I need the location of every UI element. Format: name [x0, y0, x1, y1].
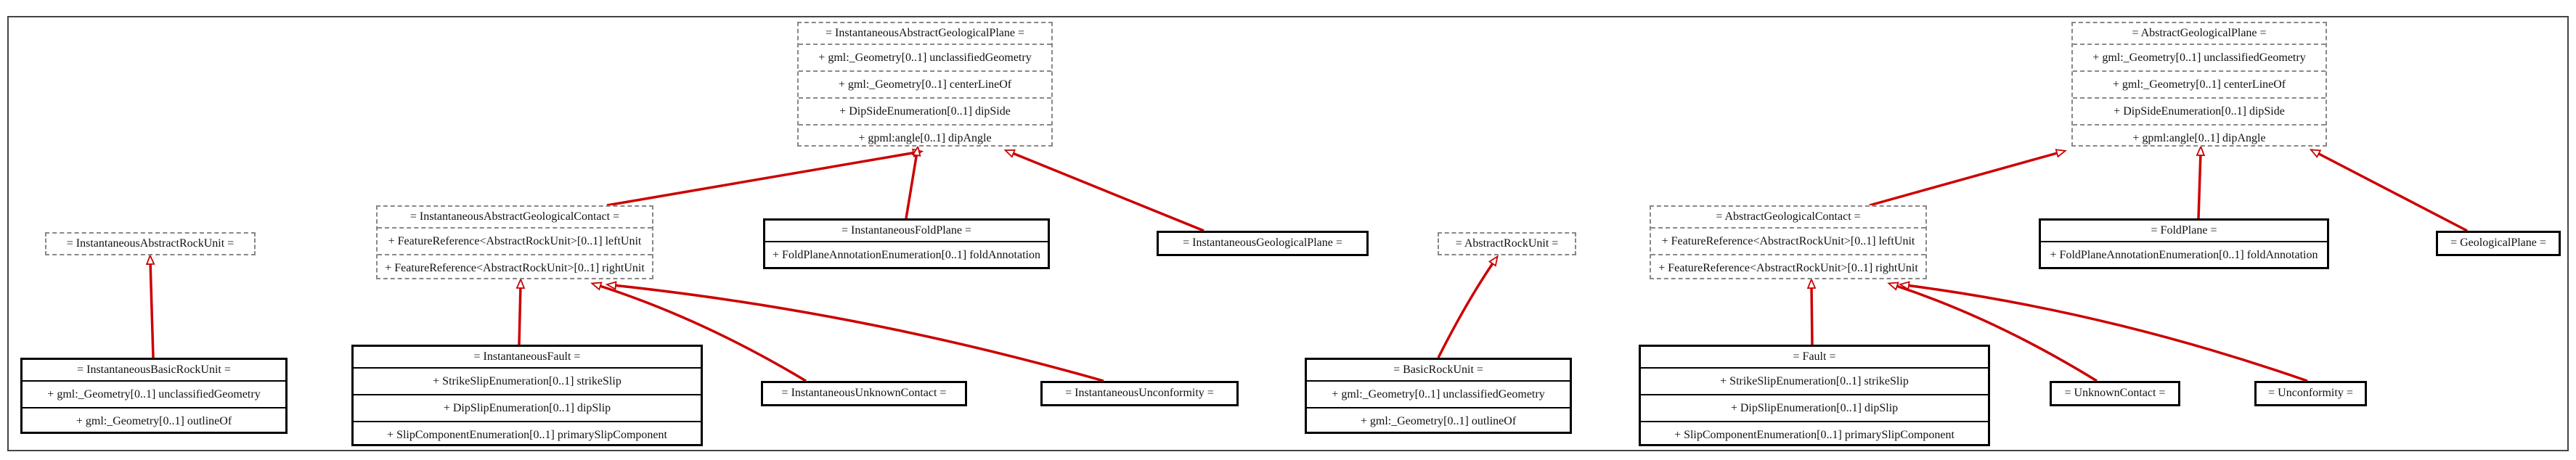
class-name: = AbstractGeologicalPlane = [2132, 27, 2267, 39]
inheritance-arrowhead [515, 277, 526, 289]
class-box-iuc: = InstantaneousUnknownContact = [761, 381, 967, 406]
inheritance-arrowhead [590, 282, 603, 291]
class-attribute: + gml:_Geometry[0..1] centerLineOf [799, 70, 1051, 97]
inheritance-arrowhead [911, 144, 921, 157]
class-name: = AbstractRockUnit = [1455, 237, 1559, 250]
class-attribute: + StrikeSlipEnumeration[0..1] strikeSlip [1641, 367, 1988, 394]
edge-ibru-to-iaru [149, 260, 155, 358]
edge-iuc-to-iagc [597, 284, 807, 382]
inheritance-arrowhead [2309, 149, 2322, 158]
class-box-if: = InstantaneousFault = + StrikeSlipEnumer… [351, 345, 703, 446]
class-name: = InstantaneousUnknownContact = [781, 387, 947, 399]
class-attribute: + FoldPlaneAnnotationEnumeration[0..1] f… [765, 241, 1048, 268]
class-box-ifp: = InstantaneousFoldPlane = + FoldPlaneAnn… [763, 218, 1050, 269]
class-name: = InstantaneousBasicRockUnit = [77, 364, 231, 376]
edge-agc-to-agp [1869, 151, 2061, 207]
edge-uc-to-agc [1894, 284, 2098, 382]
class-attribute: + SlipComponentEnumeration[0..1] primary… [354, 421, 701, 448]
inheritance-arrowhead [145, 253, 155, 266]
class-name: = UnknownContact = [2064, 387, 2166, 399]
class-attribute: + gpml:angle[0..1] dipAngle [799, 124, 1051, 151]
edge-igp-to-iagp [1010, 151, 1205, 232]
class-attribute: + gpml:angle[0..1] dipAngle [2073, 124, 2326, 151]
class-box-agc: = AbstractGeologicalContact = + FeatureRe… [1650, 205, 1927, 279]
class-attribute: + gml:_Geometry[0..1] unclassifiedGeomet… [799, 44, 1051, 70]
class-name: = BasicRockUnit = [1393, 364, 1483, 376]
edge-ifp-to-iagp [905, 152, 918, 219]
class-attribute: + DipSlipEnumeration[0..1] dipSlip [354, 394, 701, 421]
inheritance-arrowhead [1898, 281, 1910, 290]
class-name: = FoldPlane = [2151, 224, 2217, 237]
class-attribute: + gml:_Geometry[0..1] outlineOf [23, 407, 285, 434]
class-attribute: + DipSideEnumeration[0..1] dipSide [2073, 97, 2326, 124]
edge-gp-to-agp [2315, 151, 2468, 232]
class-attribute: + gml:_Geometry[0..1] unclassifiedGeomet… [23, 380, 285, 407]
edge-u-to-agc [1905, 284, 2308, 382]
class-name: = InstantaneousUnconformity = [1065, 387, 1214, 399]
inheritance-arrowhead [2196, 144, 2206, 157]
edge-if-to-iagc [518, 284, 522, 345]
class-box-agp: = AbstractGeologicalPlane = + gml:_Geomet… [2071, 22, 2327, 147]
class-name: = InstantaneousAbstractGeologicalPlane = [826, 27, 1024, 39]
class-attribute: + FeatureReference<AbstractRockUnit>[0..… [378, 254, 652, 281]
inheritance-arrowhead [1003, 149, 1016, 158]
class-box-f: = Fault = + StrikeSlipEnumeration[0..1] s… [1639, 345, 1990, 446]
class-attribute: + DipSlipEnumeration[0..1] dipSlip [1641, 394, 1988, 421]
edge-bru-to-aru [1437, 260, 1496, 358]
inheritance-arrowhead [1887, 282, 1899, 291]
inheritance-arrowhead [1806, 277, 1817, 289]
class-attribute: + StrikeSlipEnumeration[0..1] strikeSlip [354, 367, 701, 394]
class-name: = GeologicalPlane = [2450, 237, 2546, 249]
class-box-fp: = FoldPlane = + FoldPlaneAnnotationEnumer… [2039, 218, 2329, 269]
class-box-uc: = UnknownContact = [2050, 381, 2180, 406]
class-name: = InstantaneousAbstractRockUnit = [66, 237, 235, 250]
class-attribute: + gml:_Geometry[0..1] unclassifiedGeomet… [1307, 380, 1570, 407]
class-name: = Fault = [1793, 350, 1836, 363]
class-attribute: + gml:_Geometry[0..1] centerLineOf [2073, 70, 2326, 97]
class-attribute: + FeatureReference<AbstractRockUnit>[0..… [1651, 254, 1925, 281]
class-attribute: + SlipComponentEnumeration[0..1] primary… [1641, 421, 1988, 448]
class-name: = Unconformity = [2268, 387, 2353, 399]
class-box-aru: = AbstractRockUnit = [1438, 232, 1576, 255]
class-attribute: + DipSideEnumeration[0..1] dipSide [799, 97, 1051, 124]
class-box-iu: = InstantaneousUnconformity = [1040, 381, 1239, 406]
inheritance-arrowhead [1488, 255, 1499, 267]
class-box-ibru: = InstantaneousBasicRockUnit = + gml:_Geo… [20, 358, 288, 434]
class-box-iagc: = InstantaneousAbstractGeologicalContact… [376, 205, 653, 279]
class-name: = InstantaneousFault = [473, 350, 581, 363]
class-attribute: + FeatureReference<AbstractRockUnit>[0..… [378, 227, 652, 254]
class-box-bru: = BasicRockUnit = + gml:_Geometry[0..1] u… [1305, 358, 1572, 434]
class-box-u: = Unconformity = [2254, 381, 2367, 406]
class-box-iagp: = InstantaneousAbstractGeologicalPlane =… [797, 22, 1053, 147]
edge-fp-to-agp [2197, 152, 2202, 219]
class-box-igp: = InstantaneousGeologicalPlane = [1157, 231, 1369, 256]
edge-iu-to-iagc [612, 284, 1104, 382]
class-box-iaru: = InstantaneousAbstractRockUnit = [45, 232, 256, 255]
class-name: = AbstractGeologicalContact = [1716, 210, 1861, 223]
class-box-gp: = GeologicalPlane = [2436, 231, 2561, 256]
class-name: = InstantaneousGeologicalPlane = [1183, 237, 1342, 249]
class-name: = InstantaneousFoldPlane = [841, 224, 971, 237]
class-attribute: + gml:_Geometry[0..1] unclassifiedGeomet… [2073, 44, 2326, 70]
class-attribute: + gml:_Geometry[0..1] outlineOf [1307, 407, 1570, 434]
class-attribute: + FoldPlaneAnnotationEnumeration[0..1] f… [2041, 241, 2327, 268]
inheritance-arrowhead [605, 281, 617, 290]
class-name: = InstantaneousAbstractGeologicalContact… [409, 210, 620, 223]
edge-iagc-to-iagp [606, 151, 917, 207]
inheritance-arrowhead [2055, 149, 2067, 158]
edge-f-to-agc [1810, 284, 1814, 345]
class-attribute: + FeatureReference<AbstractRockUnit>[0..… [1651, 227, 1925, 254]
